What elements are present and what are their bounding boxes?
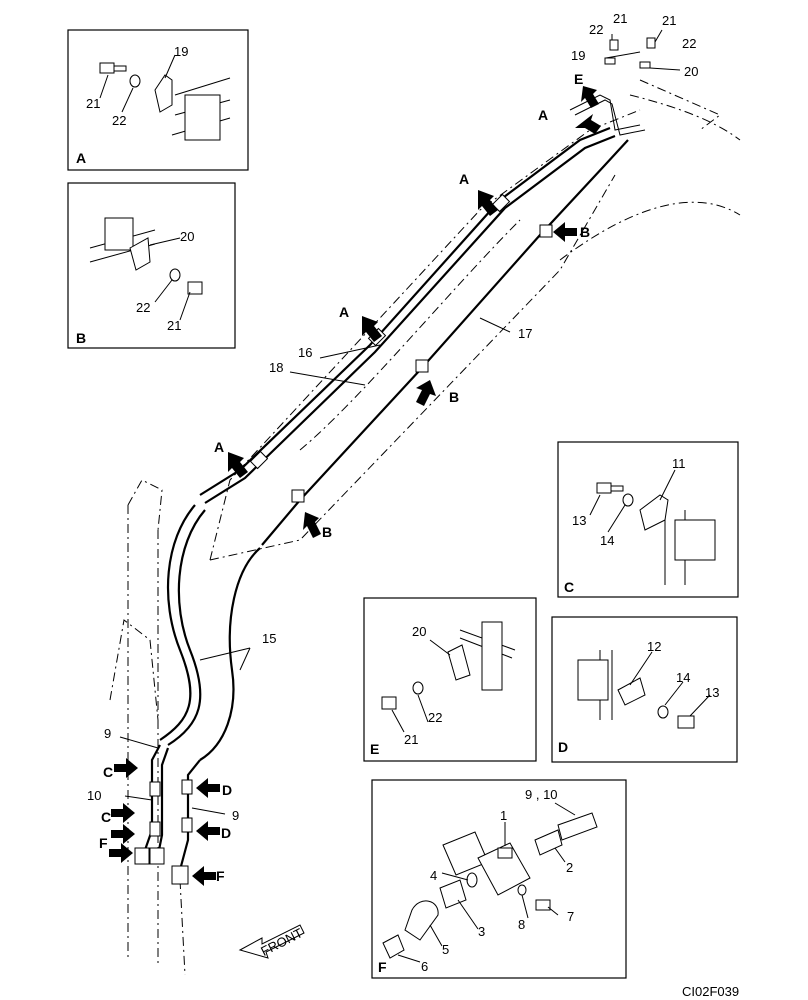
letter-d-main-1: D [222,782,232,798]
detail-f-label-6: 6 [421,959,428,974]
detail-c-label-13: 13 [572,513,586,528]
detail-a-panel: 19 21 22 A [67,29,249,171]
hydraulic-pipes [143,94,646,976]
boom-outline [109,79,741,965]
detail-f-label-9-10: 9 , 10 [525,787,558,802]
label-16: 16 [298,345,312,360]
detail-d-letter: D [558,739,568,755]
label-9-right: 9 [232,808,239,823]
letter-a-main-4: A [214,439,224,455]
detail-c-label-11: 11 [672,456,686,471]
detail-f-panel: 1 9 , 10 2 4 3 5 8 7 6 F [371,779,627,979]
label-20-top: 20 [684,64,698,79]
detail-c-label-14: 14 [600,533,614,548]
label-10: 10 [87,788,101,803]
label-21-top-right: 21 [662,13,676,28]
label-22-top-right: 22 [682,36,696,51]
detail-f-label-8: 8 [518,917,525,932]
letter-c-main-1: C [103,764,113,780]
letter-c-main-2: C [101,809,111,825]
label-15: 15 [262,631,276,646]
letter-d-main-2: D [221,825,231,841]
detail-b-panel: 20 22 21 B [67,182,236,349]
detail-e-panel: 20 22 21 E [363,597,537,762]
detail-d-label-13: 13 [705,685,719,700]
letter-a-main-3: A [339,304,349,320]
detail-e-label-21: 21 [404,732,418,747]
detail-f-label-4: 4 [430,868,437,883]
label-18: 18 [269,360,283,375]
leader-lines [119,29,681,815]
detail-f-label-5: 5 [442,942,449,957]
detail-f-label-2: 2 [566,860,573,875]
detail-e-label-22: 22 [428,710,442,725]
front-label: FRONT [258,925,305,959]
detail-a-label-22: 22 [112,113,126,128]
label-9-left: 9 [104,726,111,741]
detail-e-letter: E [370,741,379,757]
top-bolts [604,37,656,69]
front-indicator: FRONT [238,924,305,959]
detail-e-label-20: 20 [412,624,426,639]
detail-d-label-14: 14 [676,670,690,685]
detail-d-panel: 12 14 13 D [551,616,738,763]
letter-b-main-3: B [322,524,332,540]
letter-a-main-2: A [459,171,469,187]
drawing-id: CI02F039 [682,984,739,999]
label-22-top-left: 22 [589,22,603,37]
detail-c-letter: C [564,579,574,595]
detail-a-label-21: 21 [86,96,100,111]
detail-f-letter: F [378,959,387,975]
letter-f-main-2: F [216,868,225,884]
letter-f-main-1: F [99,835,108,851]
boom-clamps [134,193,553,885]
label-17: 17 [518,326,532,341]
callout-arrows [109,86,601,886]
detail-a-label-19: 19 [174,44,188,59]
letter-a-main-1: A [538,107,548,123]
detail-f-label-7: 7 [567,909,574,924]
label-21-top-left: 21 [613,11,627,26]
letter-e-main: E [574,71,583,87]
detail-c-panel: 11 13 14 C [557,441,739,598]
detail-b-letter: B [76,330,86,346]
main-labels: 21 22 19 21 22 20 E A A B A 16 18 17 B A… [87,11,698,884]
detail-b-label-22: 22 [136,300,150,315]
detail-f-label-1: 1 [500,808,507,823]
detail-b-label-20: 20 [180,229,194,244]
detail-d-label-12: 12 [647,639,661,654]
letter-b-main-1: B [580,224,590,240]
label-19-top: 19 [571,48,585,63]
detail-f-label-3: 3 [478,924,485,939]
letter-b-main-2: B [449,389,459,405]
detail-a-letter: A [76,150,86,166]
detail-b-label-21: 21 [167,318,181,333]
